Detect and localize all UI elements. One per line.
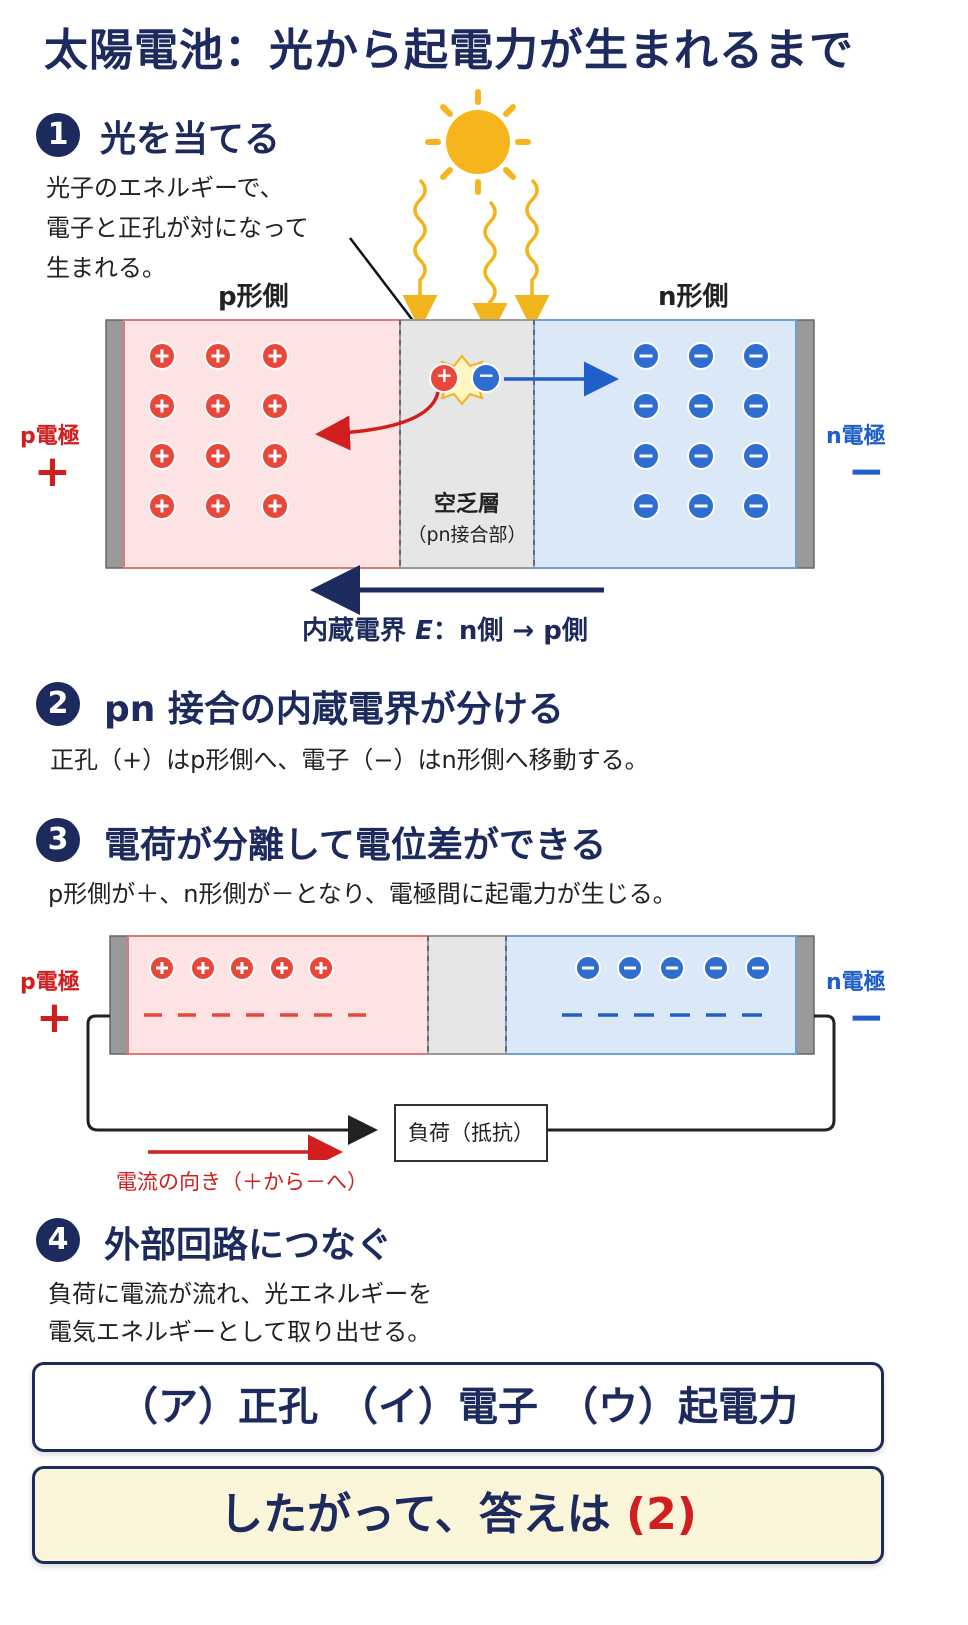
electron-charge-icon [745,955,771,981]
final-answer-text: したがって、答えは (2) [219,1489,697,1540]
p-holes [148,342,289,520]
hole-charge-icon [229,955,255,981]
built-in-field-label: 内蔵電界 E：n側 → p側 [302,616,588,646]
n-electrode-sign-2: − [848,992,885,1043]
hole-charge-icon [148,492,176,520]
step-2-desc: 正孔（+）はp形側へ、電子（−）はn形側へ移動する。 [50,746,649,774]
p-charges-2 [149,955,334,981]
electron-charge-icon [617,955,643,981]
sun-icon [425,89,531,195]
page-title: 太陽電池：光から起電力が生まれるまで [44,25,854,76]
step-4-title: 外部回路につなぐ [104,1225,393,1266]
step-3-number: 3 [36,818,80,862]
hole-charge-icon [148,392,176,420]
current-direction-label: 電流の向き（＋から－へ） [116,1170,368,1194]
light-ray-icon [402,178,550,338]
step-2-number: 2 [36,682,80,726]
electron-charge-icon [575,955,601,981]
final-answer-box: したがって、答えは (2) [32,1466,884,1564]
depletion-sublabel: （pn接合部） [407,524,527,546]
pn-junction-diagram [105,89,815,615]
n-electrode-2 [795,935,815,1055]
electron-charge-icon [687,442,715,470]
hole-charge-icon [190,955,216,981]
hole-charge-icon [204,442,232,470]
electron-charge-icon [687,342,715,370]
electron-icon [471,363,501,393]
step-2-title: pn 接合の内蔵電界が分ける [104,689,564,730]
electron-charge-icon [703,955,729,981]
n-side-label: n形側 [658,282,729,312]
n-electrode-label-2: n電極 [826,970,886,995]
p-region-2 [127,935,429,1055]
p-electrode [105,319,125,569]
final-answer-value: (2) [626,1489,697,1540]
p-electrode-sign: + [34,446,71,497]
n-electrode [795,319,815,569]
step-1-desc-line-2: 電子と正孔が対になって [46,214,309,242]
p-side-label: p形側 [218,282,289,312]
depletion-region-2 [427,935,507,1055]
hole-charge-icon [261,442,289,470]
hole-icon [429,363,459,393]
hole-drift-arrow [315,391,440,451]
hole-charge-icon [308,955,334,981]
n-electrons [632,342,770,520]
step-4-number: 4 [36,1218,80,1262]
step-4-desc-line-2: 電気エネルギーとして取り出せる。 [48,1318,432,1346]
pair-minus-sign: − [478,363,495,387]
answer-terms-text: （ア）正孔 （イ）電子 （ウ）起電力 [118,1384,798,1430]
step-1-desc-line-1: 光子のエネルギーで、 [46,174,284,202]
electron-charge-icon [632,442,660,470]
hole-charge-icon [204,492,232,520]
pair-plus-sign: + [436,363,453,387]
electron-charge-icon [742,442,770,470]
n-region-2 [505,935,797,1055]
step-3-desc: p形側が＋、n形側が－となり、電極間に起電力が生じる。 [48,880,677,908]
electron-charge-icon [742,492,770,520]
electron-charge-icon [632,492,660,520]
electron-charge-icon [742,392,770,420]
electron-charge-icon [659,955,685,981]
electron-charge-icon [687,392,715,420]
n-electrode-label: n電極 [826,424,886,449]
step-3-title: 電荷が分離して電位差ができる [104,825,607,866]
load-resistor-box: 負荷（抵抗） [394,1104,548,1162]
answer-terms-box: （ア）正孔 （イ）電子 （ウ）起電力 [32,1362,884,1452]
electron-hole-pair [429,354,501,406]
electron-charge-icon [687,492,715,520]
p-electrode-label: p電極 [20,424,80,449]
hole-charge-icon [148,342,176,370]
wire-right [546,1014,836,1132]
step-4-desc-line-1: 負荷に電流が流れ、光エネルギーを [48,1280,433,1308]
hole-charge-icon [261,342,289,370]
depletion-label: 空乏層 [433,492,500,517]
electron-charge-icon [632,342,660,370]
wire-left [86,1014,378,1145]
step-1-number: 1 [36,113,80,157]
circuit-diagram [86,935,836,1160]
hole-charge-icon [148,442,176,470]
hole-charge-icon [261,392,289,420]
step-1-title: 光を当てる [100,119,281,160]
p-electrode-sign-2: + [36,992,73,1043]
p-electrode-2 [109,935,129,1055]
n-charges-2 [575,955,771,981]
step-1-desc-line-3: 生まれる。 [46,254,166,282]
hole-charge-icon [204,392,232,420]
hole-charge-icon [269,955,295,981]
hole-charge-icon [149,955,175,981]
n-electrode-sign: − [848,446,885,497]
electron-charge-icon [632,392,660,420]
hole-charge-icon [204,342,232,370]
electron-charge-icon [742,342,770,370]
p-electrode-label-2: p電極 [20,970,80,995]
hole-charge-icon [261,492,289,520]
